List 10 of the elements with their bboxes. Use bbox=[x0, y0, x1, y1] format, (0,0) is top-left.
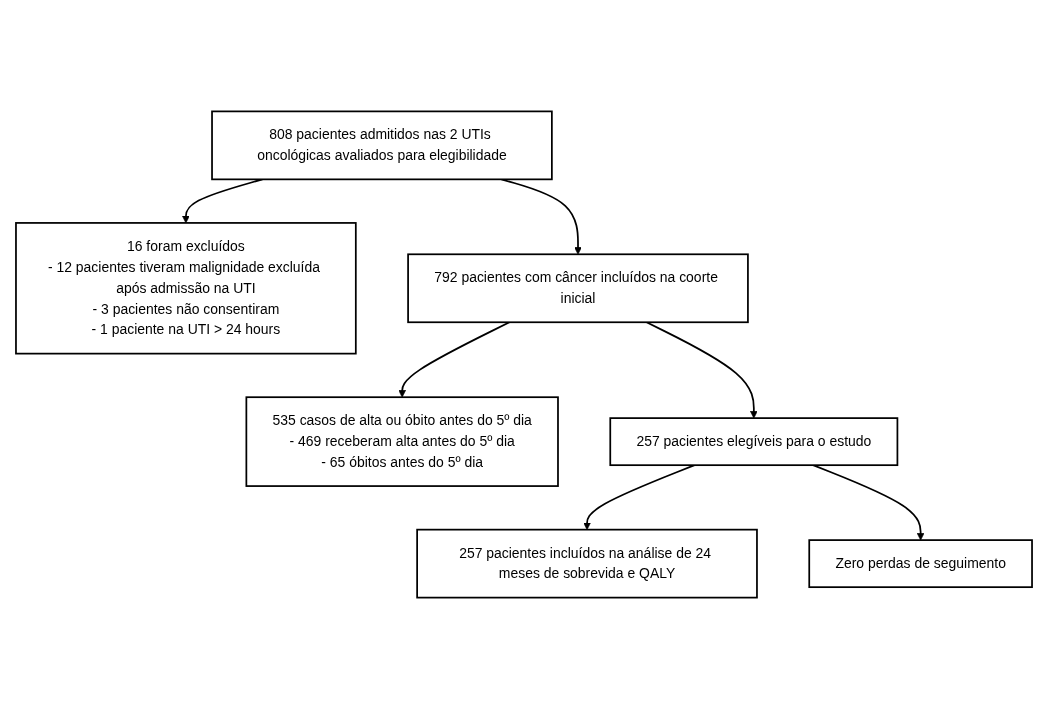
node-box: 16 foram excluídos - 12 pacientes tiveram malignidade excluída após admissão na UTI - 3 pacientes não consentiram - 1 paciente na UTI > 24 hours bbox=[15, 222, 357, 355]
arrow bbox=[398, 321, 511, 398]
node-box: 792 pacientes com câncer incluídos na coorte inicial bbox=[407, 253, 749, 324]
node-box: 257 pacientes incluídos na análise de 24 meses de sobrevida e QALY bbox=[416, 528, 758, 599]
arrow bbox=[812, 464, 925, 541]
node-box: 257 pacientes elegíveis para o estudo bbox=[609, 417, 899, 467]
arrow bbox=[645, 321, 758, 419]
node-box: Zero perdas de seguimento bbox=[808, 539, 1033, 589]
node-box: 535 casos de alta ou óbito antes do 5º dia - 469 receberam alta antes do 5º dia - 65 óbitos antes do 5º dia bbox=[245, 396, 559, 487]
node-box: 808 pacientes admitidos nas 2 UTIs oncológicas avaliados para elegibilidade bbox=[211, 110, 553, 181]
